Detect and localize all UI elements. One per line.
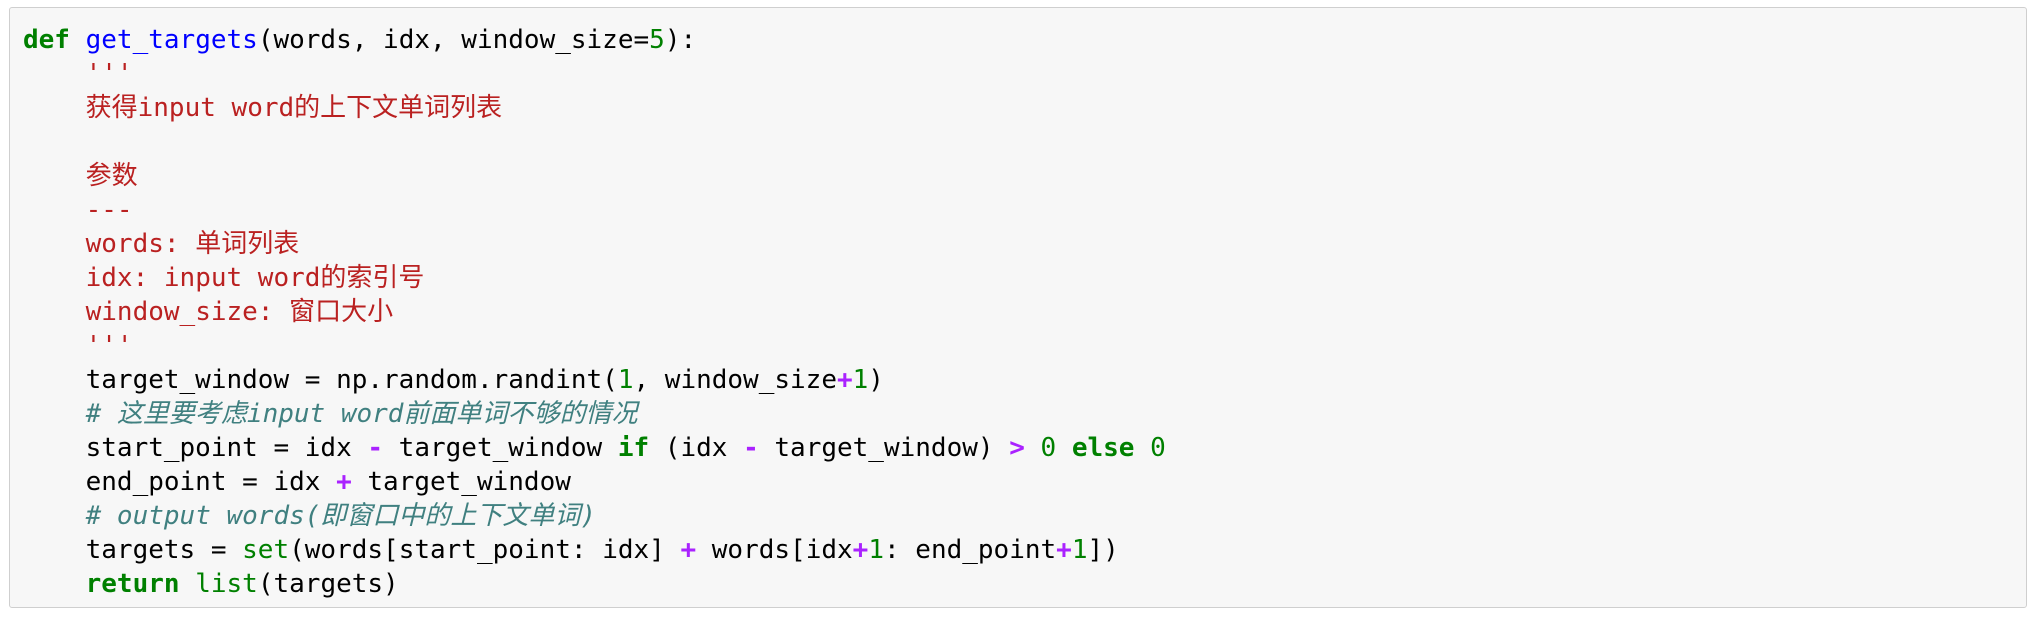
code-line: window_size: 窗口大小 [23,295,2026,329]
code-editor[interactable]: def get_targets(words, idx, window_size=… [23,23,2026,601]
code-token: (targets) [257,569,399,599]
code-token: + [336,467,352,497]
code-token [23,263,86,293]
code-token: --- [85,195,133,225]
code-token: idx: input word的索引号 [85,263,425,293]
code-token: set [242,535,290,565]
code-token: (idx [649,433,744,463]
code-token: target_window = np.random.randint( [23,365,618,395]
code-token: 0 [1040,433,1057,463]
code-token: 1 [868,535,884,565]
code-line: ''' [23,329,2026,363]
code-token: 1 [1071,535,1088,565]
code-token: target_window [351,467,571,497]
code-token [1025,433,1041,463]
code-line: words: 单词列表 [23,227,2026,261]
code-token: 1 [617,365,634,395]
code-token: targets = [23,535,243,565]
code-token: , window_size [633,365,837,395]
code-token: + [680,535,697,565]
code-token: words[idx [696,535,853,565]
code-token: if [617,433,650,463]
code-token [23,161,86,191]
code-token: else [1071,433,1135,463]
code-line: idx: input word的索引号 [23,261,2026,295]
code-token [23,569,86,599]
code-token [23,93,86,123]
code-token: list [195,569,258,599]
code-token: 获得input word的上下文单词列表 [85,93,503,123]
code-token: get_targets [85,25,258,55]
code-token: ]) [1087,535,1119,565]
code-token [180,569,196,599]
code-token [23,229,86,259]
code-line: 获得input word的上下文单词列表 [23,91,2026,125]
code-token: target_window [383,433,618,463]
code-token [23,59,86,89]
code-line: target_window = np.random.randint(1, win… [23,363,2026,397]
code-token: 1 [852,365,869,395]
code-line: --- [23,193,2026,227]
code-token: window_size: 窗口大小 [85,297,394,327]
code-token: target_window) [758,433,1010,463]
code-token: 5 [649,25,665,55]
code-token: > [1009,433,1025,463]
code-token: def [23,25,70,55]
code-token [23,331,86,361]
code-token: 参数 [85,161,138,191]
code-token: + [836,365,853,395]
code-line: ''' [23,57,2026,91]
code-token: ): [664,25,697,55]
code-line: def get_targets(words, idx, window_size=… [23,23,2026,57]
code-token: return [85,569,180,599]
code-token: start_point = idx [23,433,368,463]
code-token: + [1056,535,1072,565]
code-token: 0 [1150,433,1166,463]
code-line: # 这里要考虑input word前面单词不够的情况 [23,397,2026,431]
code-cell[interactable]: def get_targets(words, idx, window_size=… [9,7,2027,608]
code-token: words: 单词列表 [85,229,300,259]
code-token [23,501,86,531]
code-line: return list(targets) [23,567,2026,601]
code-token: ) [868,365,884,395]
code-token [70,25,86,55]
code-line: end_point = idx + target_window [23,465,2026,499]
code-token: ''' [85,59,133,89]
code-token: ''' [85,331,133,361]
code-token: (words, idx, window_size= [257,25,650,55]
code-token [1056,433,1072,463]
code-line [23,125,2026,159]
code-token: - [743,433,759,463]
code-line: start_point = idx - target_window if (id… [23,431,2026,465]
code-token: (words[start_point: idx] [289,535,681,565]
code-token: end_point = idx [23,467,337,497]
code-token: - [367,433,384,463]
code-line: # output words(即窗口中的上下文单词) [23,499,2026,533]
code-token: # 这里要考虑input word前面单词不够的情况 [85,399,638,429]
code-token [23,195,86,225]
code-token: + [852,535,869,565]
code-token [23,297,86,327]
code-token: # output words(即窗口中的上下文单词) [85,501,597,531]
code-token [23,399,86,429]
code-line: targets = set(words[start_point: idx] + … [23,533,2026,567]
code-line: 参数 [23,159,2026,193]
code-token: : end_point [883,535,1057,565]
code-token [1134,433,1150,463]
